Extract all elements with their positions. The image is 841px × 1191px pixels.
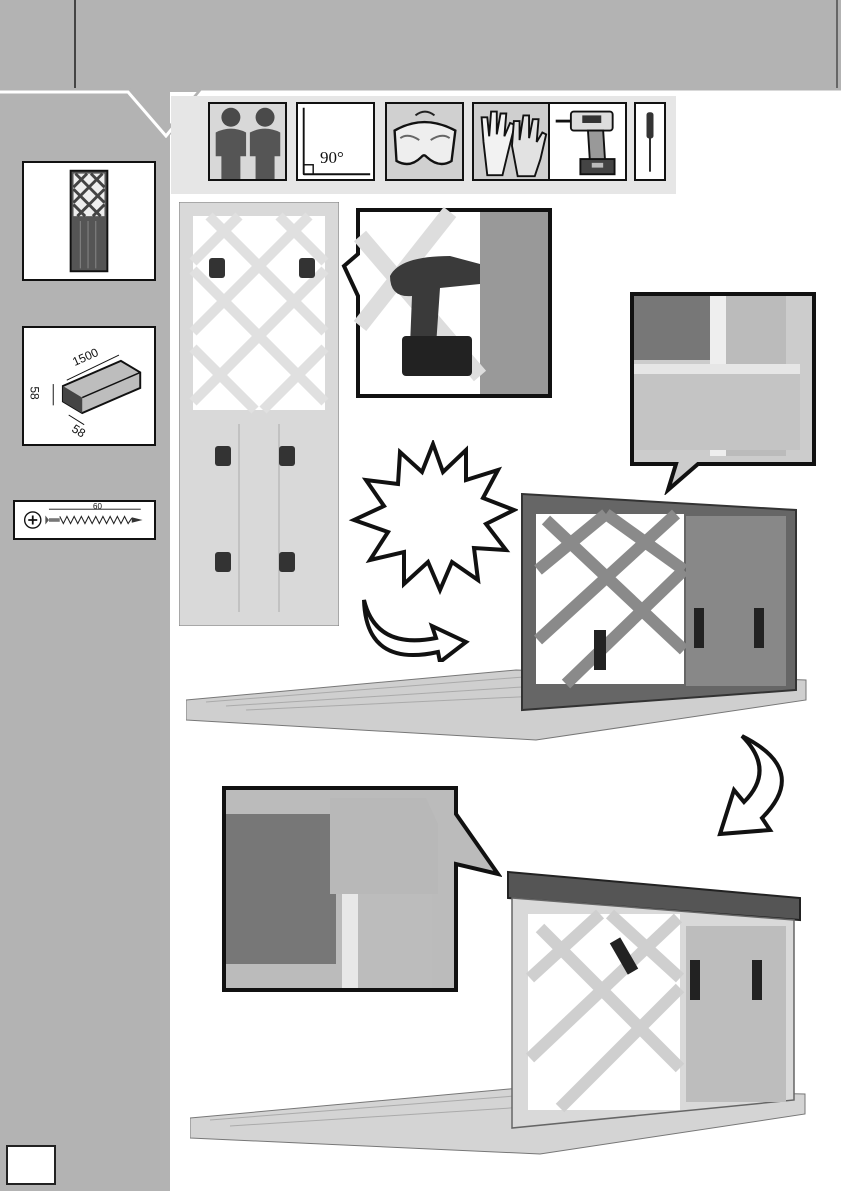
page-number-box [6, 1145, 56, 1185]
tool-persons [208, 102, 287, 181]
tool-gloves [472, 102, 551, 181]
wooden-beam-icon [24, 328, 154, 444]
joint-closeup [628, 290, 818, 495]
part-lattice-panel [22, 161, 156, 281]
cordless-drill-icon [550, 104, 625, 179]
safety-goggles-icon [387, 104, 462, 179]
curved-arrow-down-icon [716, 730, 806, 846]
tool-goggles [385, 102, 464, 181]
assembly-step-1 [186, 480, 811, 755]
tool-angle: 90° [296, 102, 375, 181]
header-right-edge [836, 0, 838, 92]
tool-screwdriver [634, 102, 666, 181]
curved-arrow-2-icon [716, 730, 806, 846]
joint-detail-callout [628, 290, 818, 495]
drill-detail-callout [340, 206, 554, 400]
floor-wall-assembly-2 [190, 868, 815, 1168]
drill-closeup [340, 206, 554, 400]
header-divider [74, 0, 76, 92]
work-gloves-icon [474, 104, 549, 179]
tool-drill [548, 102, 627, 181]
screw-icon [15, 502, 154, 538]
angle-label: 90° [320, 148, 344, 168]
part-screw: 60 [13, 500, 156, 540]
two-persons-icon [210, 104, 285, 179]
screw-length: 60 [93, 502, 102, 511]
header-band [0, 0, 841, 92]
lattice-panel-icon [24, 163, 154, 279]
floor-wall-assembly-1 [186, 480, 811, 755]
assembly-step-2 [190, 868, 815, 1168]
beam-height: 58 [28, 386, 42, 399]
screwdriver-icon [636, 104, 664, 179]
part-beam: 1500 58 58 [22, 326, 156, 446]
